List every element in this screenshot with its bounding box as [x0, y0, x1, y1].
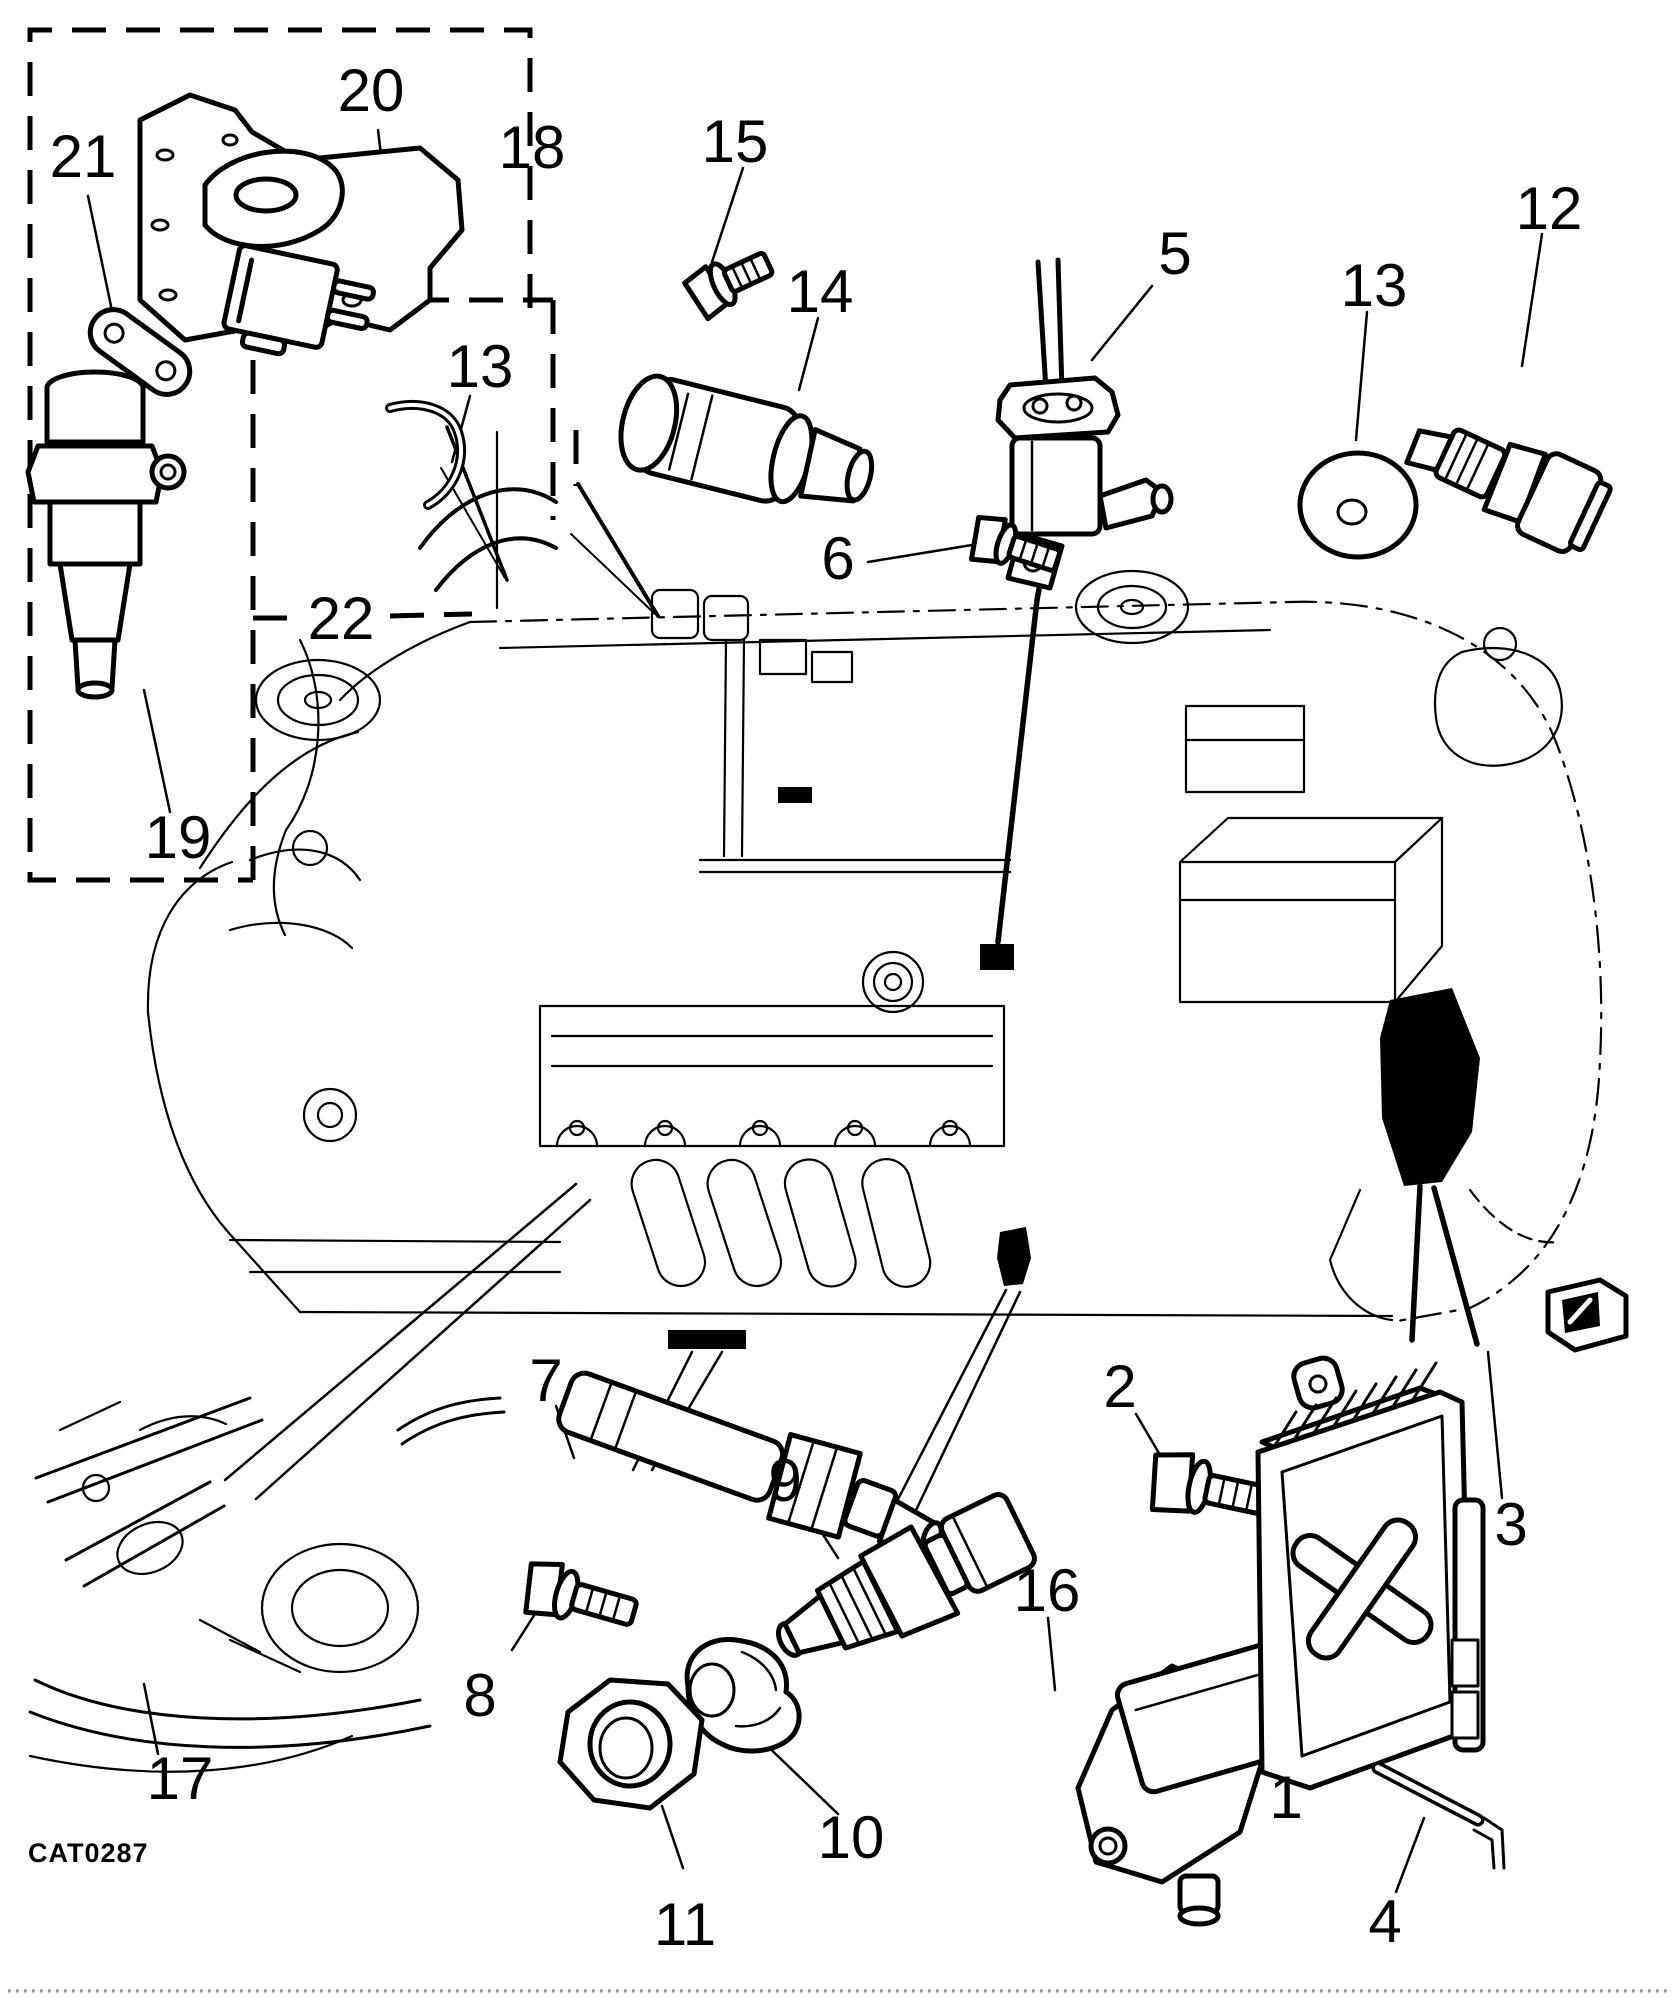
- bolt-part-15: [682, 250, 775, 322]
- part-label-3: 3: [1494, 1491, 1527, 1558]
- part-label-10: 10: [818, 1804, 885, 1871]
- part-label-6: 6: [821, 525, 854, 592]
- bolt-part-2: [1149, 1452, 1269, 1516]
- dashed-outer-box: [27, 27, 533, 883]
- bolt-part-8: [523, 1561, 639, 1627]
- map-sensor-part-16: [1075, 1642, 1343, 1927]
- part-label-11: 11: [654, 1891, 716, 1958]
- washer-part-13-top: [1297, 450, 1419, 560]
- part-labels: 20 21 18 15 14 5 13 12 13 6 22 19 7 2 9 …: [50, 57, 1583, 1958]
- sensor-part-12: [1404, 427, 1613, 554]
- figure-caption: CAT0287: [28, 1838, 149, 1868]
- location-marker-5: [980, 944, 1014, 970]
- part-label-19: 19: [145, 804, 212, 871]
- catalyst-assembly-part-17: [28, 1396, 432, 1773]
- sensor-part-9: [775, 1492, 1037, 1658]
- part-label-14: 14: [787, 258, 854, 325]
- part-label-20: 20: [338, 57, 405, 124]
- grommet-part-10: [684, 1637, 802, 1754]
- location-marker-a: [778, 787, 812, 803]
- location-marker-7: [668, 1330, 746, 1349]
- pin-part-4: [1371, 1761, 1506, 1870]
- valve-part-13-box: [221, 243, 467, 510]
- part-label-18: 18: [499, 114, 566, 181]
- part-label-7: 7: [529, 1347, 562, 1414]
- part-label-21: 21: [50, 123, 117, 190]
- sensor-part-19: [25, 369, 187, 700]
- part-label-15: 15: [702, 108, 769, 175]
- location-marker-ecu: [1380, 988, 1480, 1186]
- bracket-part-20: [137, 92, 465, 343]
- link-part-21: [87, 307, 193, 397]
- clip-part-3: [1545, 1277, 1629, 1353]
- part-label-16: 16: [1014, 1557, 1081, 1624]
- part-label-17: 17: [147, 1745, 214, 1812]
- part-label-13-top: 13: [1341, 252, 1408, 319]
- oxygen-sensor-part-7: [396, 1370, 944, 1554]
- location-marker-9: [997, 1227, 1031, 1286]
- bolt-part-6: [968, 514, 1063, 573]
- ecu-part-1: [1255, 1355, 1486, 1791]
- dashed-inner-box-22: [253, 297, 579, 621]
- part-label-13-box: 13: [447, 333, 514, 400]
- nut-part-11: [557, 1677, 705, 1811]
- part-label-2: 2: [1103, 1353, 1136, 1420]
- part-label-8: 8: [463, 1662, 496, 1729]
- part-label-5: 5: [1158, 220, 1191, 287]
- part-label-12: 12: [1516, 175, 1583, 242]
- sensor-part-14: [618, 373, 875, 505]
- engine-bay-sketch: [146, 430, 1603, 1349]
- part-label-1: 1: [1269, 1764, 1302, 1831]
- part-label-9: 9: [768, 1447, 801, 1514]
- part-label-22: 22: [308, 585, 375, 652]
- part-label-4: 4: [1368, 1888, 1401, 1955]
